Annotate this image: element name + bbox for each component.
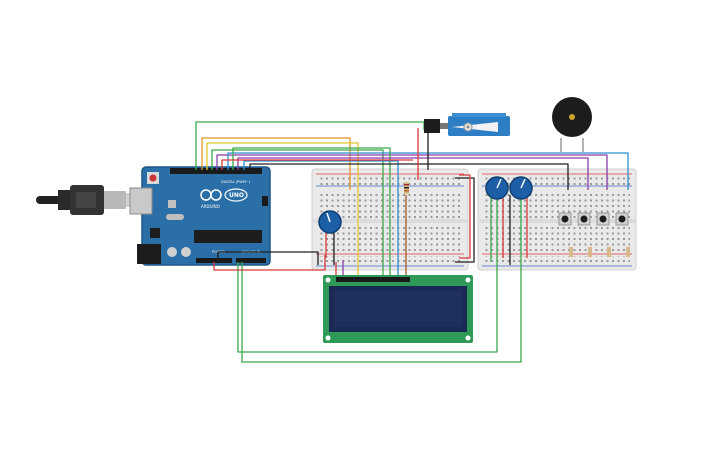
wire-black-top — [249, 163, 569, 190]
push-button-2[interactable] — [577, 212, 591, 226]
wire-green-2 — [211, 149, 384, 275]
wire-red-top — [221, 159, 413, 170]
digital-header — [170, 168, 262, 174]
digital-header-label: DIGITAL (PWM~) — [221, 180, 251, 184]
push-button-3[interactable] — [596, 212, 610, 226]
potentiometer-right-2[interactable] — [509, 176, 533, 200]
push-buttons[interactable] — [558, 212, 629, 226]
wire-blue-2 — [243, 160, 399, 275]
piezo-buzzer[interactable] — [552, 97, 592, 137]
atmega-chip — [194, 230, 262, 243]
push-button-4[interactable] — [615, 212, 629, 226]
lcd-screen — [334, 291, 462, 327]
dc-jack — [137, 244, 161, 264]
wire-green-3 — [232, 147, 391, 275]
lcd-pin-header — [336, 277, 410, 282]
resistor[interactable] — [404, 182, 409, 194]
arduino-model-text: UNO — [229, 192, 244, 199]
arduino-brand-text: ARDUINO — [201, 204, 220, 209]
analog-header — [236, 258, 266, 263]
arduino-logo-icon — [200, 188, 248, 202]
wire-bridge-black — [455, 177, 475, 263]
potentiometer-right-1[interactable] — [485, 176, 509, 200]
wire-purple-1 — [216, 154, 608, 190]
wire-yellow-1 — [206, 142, 359, 275]
lcd-16x2[interactable] — [323, 275, 473, 343]
wire-purple-2 — [237, 157, 589, 190]
arduino-uno-board[interactable]: ARDUINO UNO DIGITAL (PWM~) POWER ANALOG … — [129, 166, 271, 266]
usb-cable[interactable] — [36, 185, 142, 215]
usb-jack — [129, 187, 153, 215]
button-resistors — [569, 247, 630, 257]
potentiometer-left[interactable] — [318, 210, 342, 234]
wire-green-bottom-2 — [241, 190, 522, 363]
wire-bridge-red — [459, 174, 471, 259]
servo-motor[interactable] — [424, 113, 510, 136]
wire-black-bottom — [217, 251, 319, 265]
wire-red-bottom — [213, 255, 326, 271]
push-button-1[interactable] — [558, 212, 572, 226]
wire-green-bottom-1 — [237, 190, 498, 353]
power-header — [196, 258, 232, 263]
wires — [195, 121, 629, 363]
